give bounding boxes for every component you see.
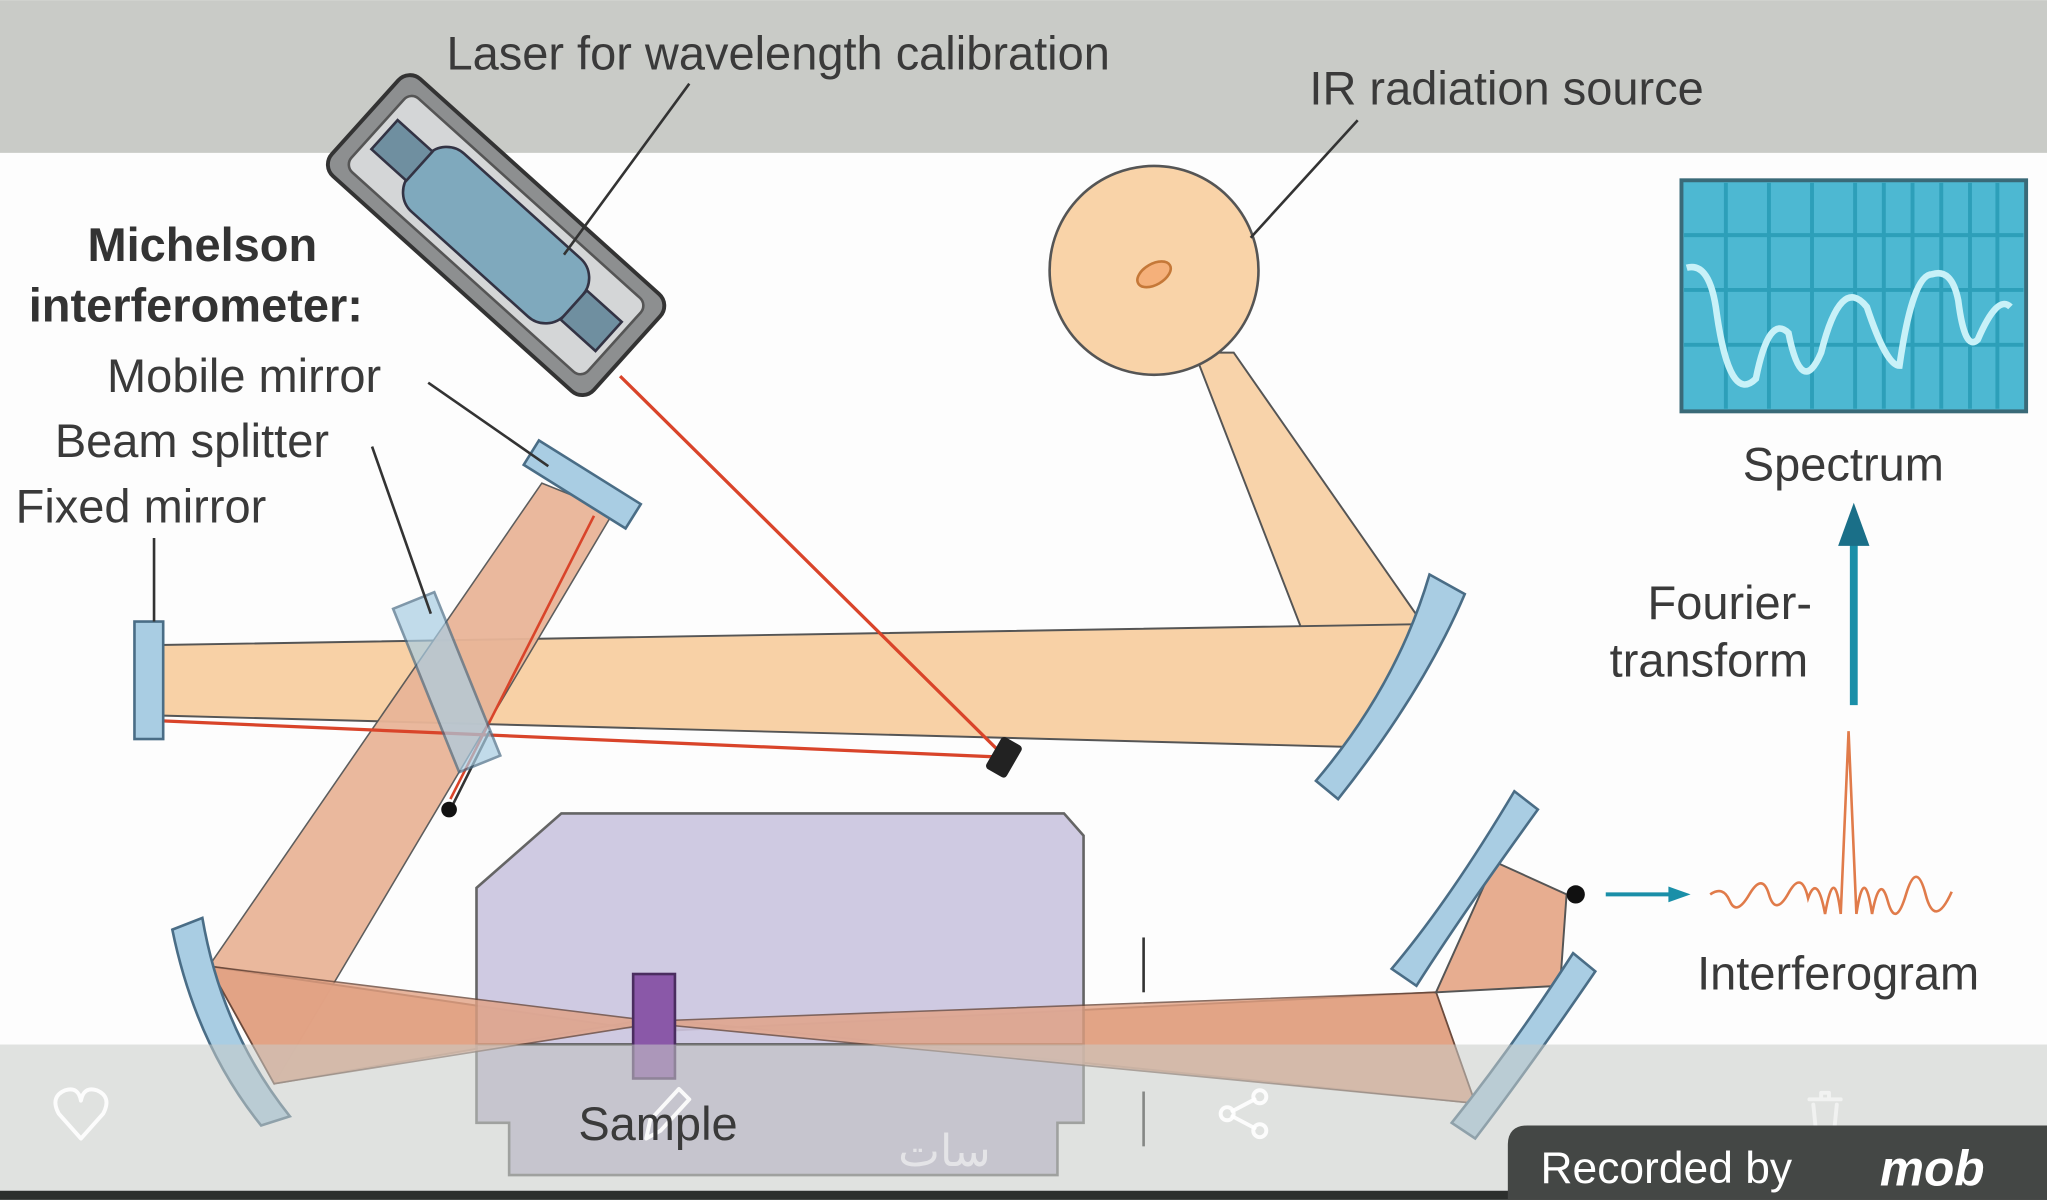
share-icon[interactable]	[1218, 1088, 1269, 1140]
top-band	[0, 0, 2047, 153]
laser-mirror	[986, 737, 1022, 778]
label-mobile-mirror: Mobile mirror	[107, 349, 381, 402]
heart-icon[interactable]	[53, 1087, 109, 1141]
detector	[1566, 885, 1585, 904]
calibration-laser	[325, 73, 667, 398]
mobile-mirror	[521, 438, 643, 531]
label-laser: Laser for wavelength calibration	[446, 26, 1109, 79]
label-transform: transform	[1610, 633, 1808, 686]
label-fixed-mirror: Fixed mirror	[16, 479, 267, 532]
fixed-mirror	[133, 620, 165, 741]
spectrum-display	[1679, 178, 2029, 414]
label-ir-source: IR radiation source	[1309, 62, 1703, 115]
recorded-by-badge: Recorded by mob	[1507, 1125, 2047, 1200]
label-sample: Sample	[578, 1097, 737, 1150]
label-fourier: Fourier-	[1648, 576, 1812, 629]
bottom-edge	[0, 1190, 2047, 1200]
label-beam-splitter: Beam splitter	[55, 414, 329, 467]
mob-logo: mob	[1880, 1141, 1985, 1197]
recorded-by-text: Recorded by	[1540, 1144, 1792, 1193]
label-spectrum: Spectrum	[1743, 438, 1944, 491]
collimating-mirror	[1314, 572, 1467, 801]
fourier-arrowhead	[1838, 502, 1870, 546]
ir-filament	[1136, 260, 1173, 289]
title-michelson: Michelson	[87, 218, 317, 271]
beam-splitter	[391, 590, 503, 774]
laser-detector	[441, 801, 457, 818]
detector-arrowhead	[1668, 886, 1691, 903]
focusing-mirror-right-top	[1389, 789, 1540, 988]
label-interferogram: Interferogram	[1697, 947, 1979, 1000]
edit-icon[interactable]	[644, 1086, 692, 1141]
interferogram-trace	[1709, 731, 1953, 915]
watermark: سات	[898, 1126, 990, 1177]
title-interferometer: interferometer:	[29, 278, 363, 331]
